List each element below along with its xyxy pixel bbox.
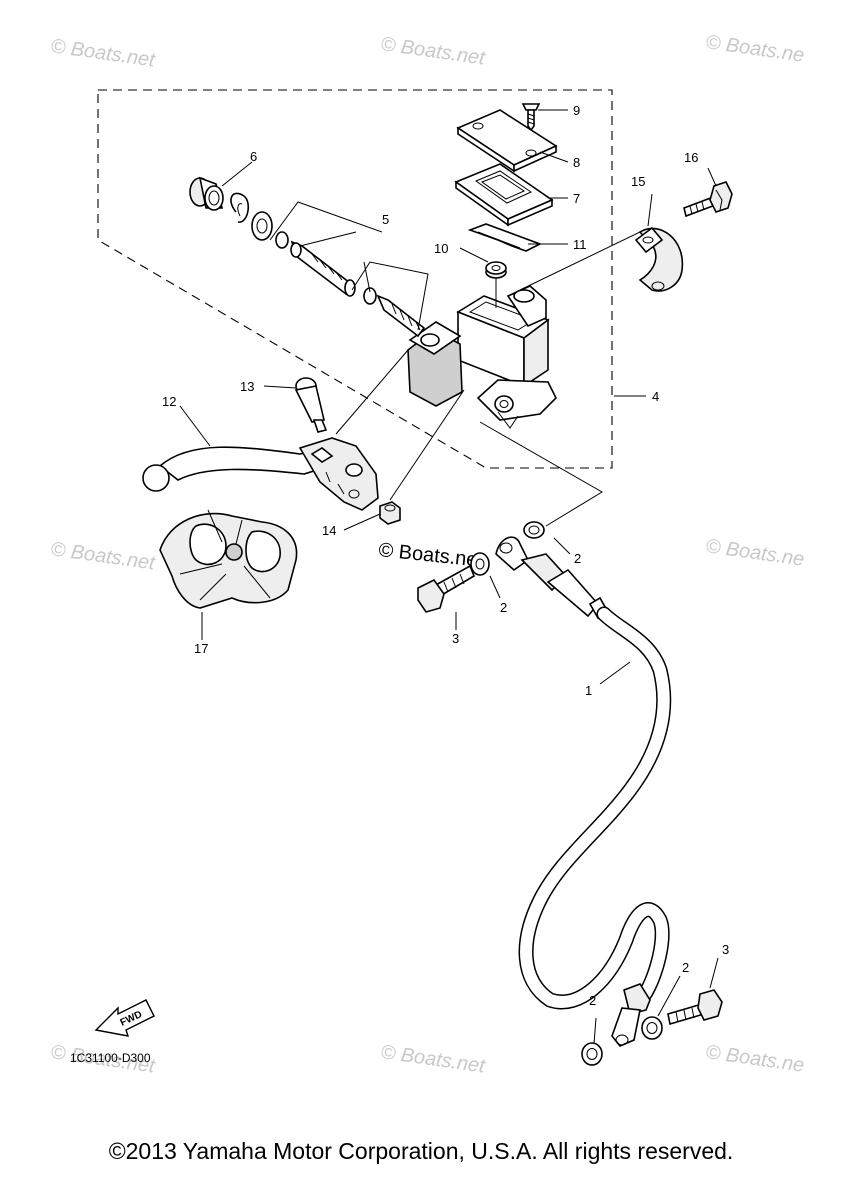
part-15-clamp-holder	[634, 226, 684, 292]
part-13-pivot-bolt	[294, 377, 328, 433]
part-2-washer-c	[581, 1042, 603, 1066]
part-9-screw	[521, 103, 541, 132]
watermark-bottom-right: © Boats.ne	[704, 1041, 805, 1077]
callout-5: 5	[382, 212, 389, 227]
watermark-mid-left: © Boats.net	[49, 538, 157, 575]
circlip	[230, 192, 250, 223]
part-3-union-bolt-lower	[667, 989, 723, 1026]
fwd-arrow-icon: FWD	[94, 999, 155, 1037]
part-16-holder-bolt	[683, 181, 733, 218]
part-8-reservoir-cap	[456, 109, 558, 173]
callout-7: 7	[573, 191, 580, 206]
watermark-top-right: © Boats.ne	[704, 31, 805, 67]
part-5-piston-kit	[269, 201, 429, 338]
callout-2-d: 2	[682, 960, 689, 975]
callout-10: 10	[434, 241, 448, 256]
copyright-notice: ©2013 Yamaha Motor Corporation, U.S.A. A…	[108, 1138, 734, 1164]
callout-2-b: 2	[500, 600, 507, 615]
callout-15: 15	[631, 174, 645, 189]
part-12-clutch-lever	[142, 437, 379, 511]
piston-washer	[251, 211, 273, 241]
callout-6: 6	[250, 149, 257, 164]
callout-9: 9	[573, 103, 580, 118]
part-2-washer-b	[523, 521, 545, 539]
part-7-diaphragm-plate	[454, 163, 554, 227]
callout-2-a: 2	[574, 551, 581, 566]
callout-14: 14	[322, 523, 336, 538]
part-11-diaphragm	[467, 223, 543, 252]
assembly-boundary	[97, 89, 613, 469]
part-2-washer-d	[641, 1016, 663, 1040]
callout-8: 8	[573, 155, 580, 170]
callout-11: 11	[573, 237, 587, 252]
callout-17: 17	[194, 641, 208, 656]
callout-4: 4	[652, 389, 659, 404]
part-4-master-cylinder	[407, 285, 557, 429]
watermark-top-center: © Boats.net	[379, 33, 487, 70]
watermark-top-left: © Boats.net	[49, 35, 157, 72]
callout-13: 13	[240, 379, 254, 394]
part-1-clutch-hose	[495, 536, 672, 1047]
callout-12: 12	[162, 394, 176, 409]
part-10-grommet	[485, 261, 507, 279]
part-17-lever-cover	[159, 509, 298, 609]
callout-3-b: 3	[722, 942, 729, 957]
leader-lines	[179, 109, 719, 1045]
part-3-union-bolt-upper	[417, 564, 475, 613]
watermark-mid-right: © Boats.ne	[704, 535, 805, 571]
watermark-bottom-center: © Boats.net	[379, 1041, 487, 1078]
part-14-pivot-nut	[379, 501, 401, 525]
part-2-washer-a	[470, 552, 490, 576]
part-6-dust-boot	[189, 176, 224, 211]
callout-2-c: 2	[589, 993, 596, 1008]
callout-3-a: 3	[452, 631, 459, 646]
callout-16: 16	[684, 150, 698, 165]
callout-1: 1	[585, 683, 592, 698]
diagram-code: 1C31100-D300	[70, 1051, 151, 1065]
